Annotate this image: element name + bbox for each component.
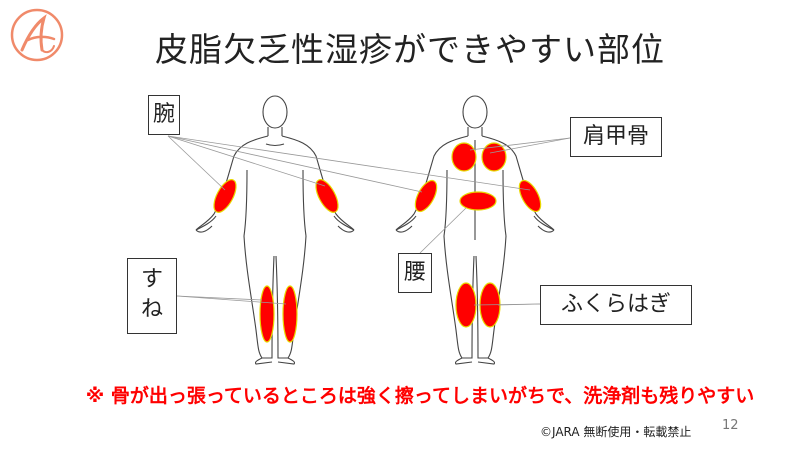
highlight-areas (213, 142, 542, 343)
back-right-shoulder-blade-mark (481, 142, 507, 172)
front-right-forearm-mark (315, 179, 339, 213)
label-shoulder-blade: 肩甲骨 (570, 117, 662, 157)
page-number: 12 (722, 418, 739, 433)
label-shin-line1: す (140, 267, 163, 292)
warning-note: ※ 骨が出っ張っているところは強く擦ってしまいがちで、洗浄剤も残りやすい (85, 385, 755, 407)
back-left-forearm-mark (414, 179, 438, 213)
jara-logo-icon (10, 8, 64, 62)
front-left-forearm-mark (213, 179, 237, 213)
label-waist: 腰 (398, 253, 432, 293)
back-right-forearm-mark (518, 179, 542, 213)
back-left-calf-mark (455, 282, 477, 328)
label-shin-line2: ね (140, 297, 163, 322)
back-left-shoulder-blade-mark (451, 142, 477, 172)
label-arm: 腕 (148, 95, 180, 135)
front-left-shin-mark (259, 285, 275, 343)
leader-lines (167, 135, 571, 306)
back-body-figure (395, 95, 555, 365)
label-shin: す ね (127, 258, 177, 334)
back-waist-mark (459, 191, 497, 211)
front-right-shin-mark (282, 285, 298, 343)
slide-title: 皮脂欠乏性湿疹ができやすい部位 (155, 30, 665, 69)
copyright-text: ©JARA 無断使用・転載禁止 (540, 425, 692, 439)
label-calf: ふくらはぎ (540, 285, 692, 325)
front-body-figure (195, 95, 355, 365)
